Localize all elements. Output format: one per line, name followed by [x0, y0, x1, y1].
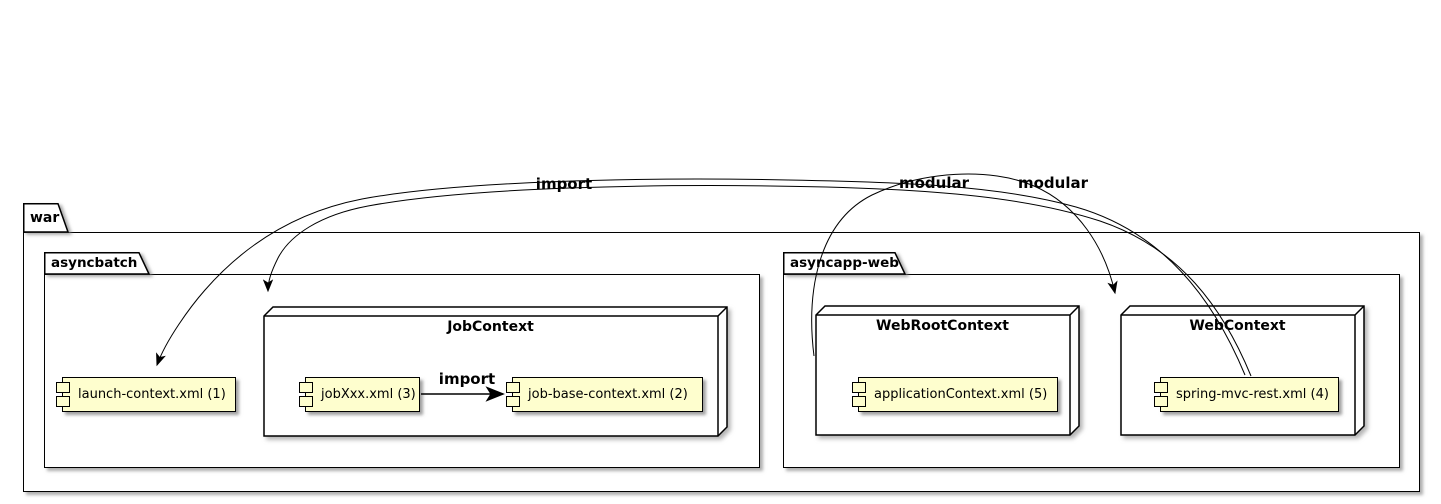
component-spring-mvc-rest-label: spring-mvc-rest.xml (4): [1176, 387, 1329, 402]
edge-label-modular-job: modular: [898, 174, 969, 192]
component-jobxxx-label: jobXxx.xml (3): [321, 387, 416, 402]
package-asyncbatch-tab: [44, 252, 151, 275]
component-jobxxx: jobXxx.xml (3): [299, 377, 420, 412]
component-applicationcontext: applicationContext.xml (5): [852, 377, 1058, 412]
edge-label-rest-import: import: [535, 175, 593, 193]
component-job-base-context: job-base-context.xml (2): [506, 377, 703, 412]
edge-label-job-import: import: [438, 370, 496, 388]
node-webrootcontext-title: WebRootContext: [876, 318, 1009, 334]
package-war-label: war: [30, 210, 60, 226]
component-job-base-context-label: job-base-context.xml (2): [528, 387, 688, 402]
package-asyncbatch-label: asyncbatch: [51, 255, 138, 271]
node-webcontext-title: WebContext: [1189, 318, 1286, 334]
edge-label-modular-web: modular: [1017, 174, 1088, 192]
component-icon: [1154, 378, 1168, 411]
package-asyncapp-web-label: asyncapp-web: [790, 255, 899, 271]
component-icon: [852, 378, 866, 411]
node-jobcontext-title: JobContext: [447, 319, 534, 335]
component-launch-context: launch-context.xml (1): [56, 377, 236, 412]
component-spring-mvc-rest: spring-mvc-rest.xml (4): [1154, 377, 1339, 412]
component-icon: [506, 378, 520, 411]
component-launch-context-label: launch-context.xml (1): [78, 387, 226, 402]
package-war-tab: [23, 203, 70, 233]
component-icon: [56, 378, 70, 411]
component-applicationcontext-label: applicationContext.xml (5): [874, 387, 1048, 402]
component-icon: [299, 378, 313, 411]
